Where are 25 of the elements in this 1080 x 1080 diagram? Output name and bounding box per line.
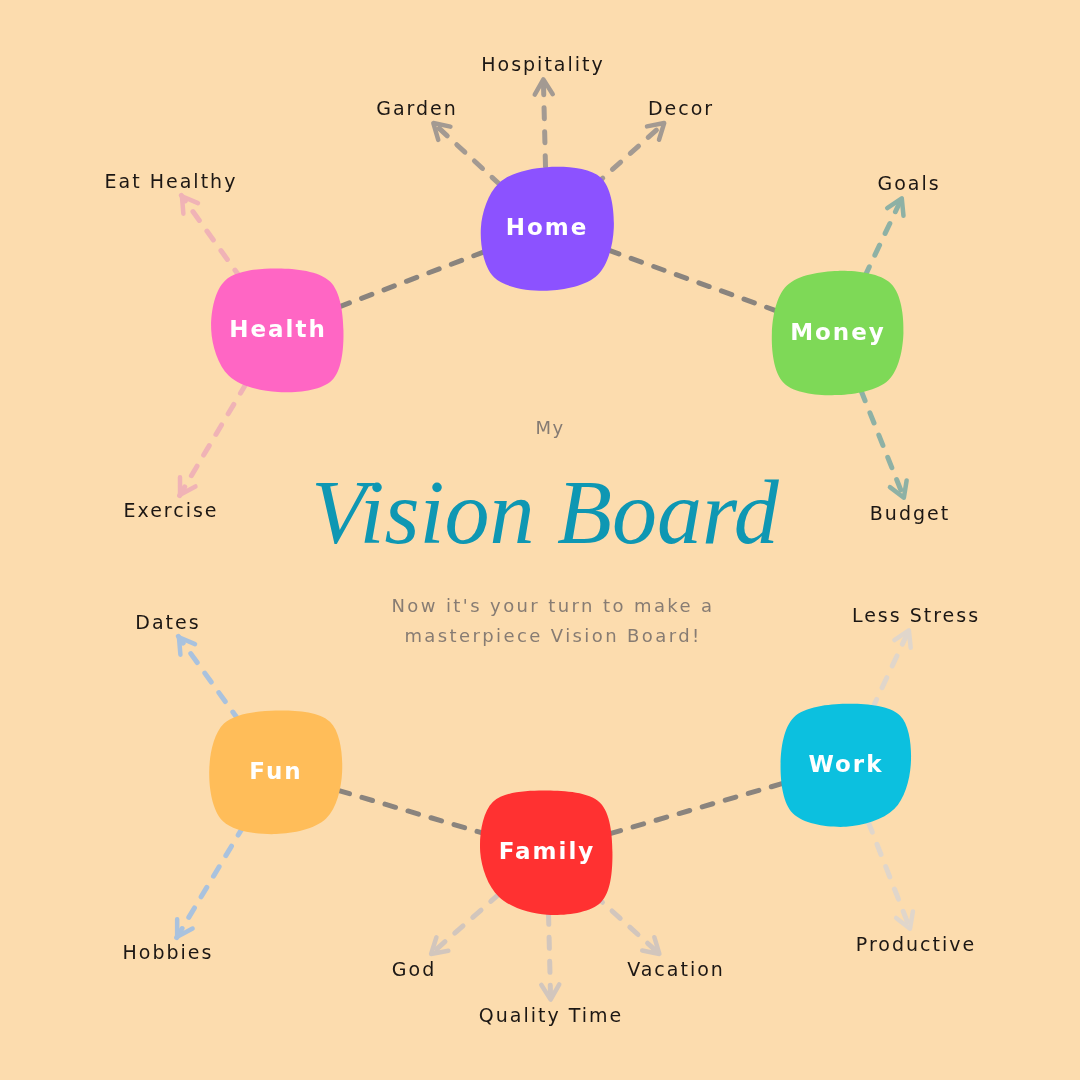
board-title: Vision Board <box>311 462 779 562</box>
title-prefix: My <box>535 417 565 439</box>
topic-label: Garden <box>371 93 463 123</box>
topic-label: Decor <box>642 93 720 123</box>
category-label: Money <box>790 319 886 347</box>
topic-label: Less Stress <box>846 600 986 630</box>
dashed-arrow <box>865 819 916 933</box>
topic-label: Quality Time <box>473 1000 629 1030</box>
topic-label: Budget <box>864 498 956 528</box>
topic-label: God <box>386 954 442 984</box>
topic-label: Goals <box>872 168 946 198</box>
topic-label: Vacation <box>622 954 730 984</box>
category-label: Fun <box>249 758 303 786</box>
caption-text: Now it's your turn to make a masterpiece Vision Board! <box>390 594 716 648</box>
dashed-arrow <box>532 75 555 170</box>
category-label: Health <box>229 316 327 344</box>
topic-label: Productive <box>850 929 982 959</box>
topic-label: Hobbies <box>117 937 219 967</box>
topic-label: Dates <box>130 607 206 637</box>
category-label: Home <box>505 214 589 242</box>
category-label: Family <box>498 838 596 866</box>
topic-label: Exercise <box>118 495 224 525</box>
topic-label: Eat Healthy <box>99 166 243 196</box>
topic-label: Hospitality <box>476 49 610 79</box>
category-label: Work <box>808 751 884 779</box>
